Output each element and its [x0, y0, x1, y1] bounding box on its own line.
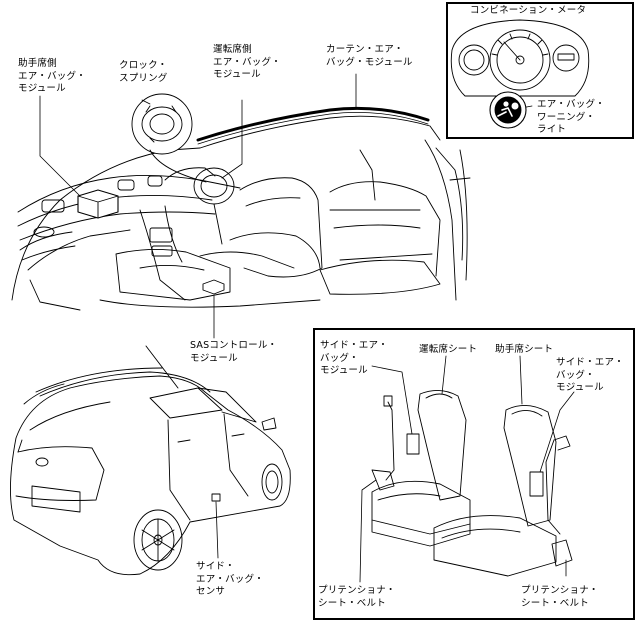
leader-line-side-sensor — [215, 501, 219, 559]
label-side-airbag-module-driver: サイド・エア・ バッグ・ モジュール — [320, 340, 388, 376]
seats-drawing — [371, 390, 573, 577]
label-sas-control-module: SASコントロール・ モジュール — [190, 340, 278, 364]
seats-inset — [313, 328, 635, 620]
label-combination-meter: コンビネーション・メータ — [470, 5, 587, 16]
label-curtain-airbag-module: カーテン・エア・ バッグ・モジュール — [326, 44, 413, 68]
label-pretensioner-belt-left: プリテンショナ・ シート・ベルト — [318, 585, 396, 609]
label-airbag-warning-light: エア・バッグ・ ワーニング・ ライト — [537, 99, 605, 135]
label-side-airbag-sensor: サイド・ エア・バッグ・ センサ — [196, 561, 264, 597]
meter-drawing — [450, 19, 590, 129]
label-driver-seat: 運転席シート — [419, 344, 478, 355]
leader-lines-seats — [359, 355, 575, 583]
exterior-car-drawing — [10, 345, 291, 576]
label-pretensioner-belt-right: プリテンショナ・ シート・ベルト — [521, 585, 599, 609]
label-passenger-seat: 助手席シート — [495, 344, 554, 355]
label-passenger-airbag-module: 助手席側 エア・バッグ・ モジュール — [18, 58, 86, 94]
combination-meter-inset — [446, 2, 634, 139]
label-driver-airbag-module: 運転席側 エア・バッグ・ モジュール — [213, 44, 281, 80]
interior-cutaway-drawing — [11, 93, 471, 311]
label-clock-spring: クロック・ スプリング — [119, 60, 168, 84]
label-side-airbag-module-passenger: サイド・エア・ バッグ・ モジュール — [556, 357, 624, 393]
